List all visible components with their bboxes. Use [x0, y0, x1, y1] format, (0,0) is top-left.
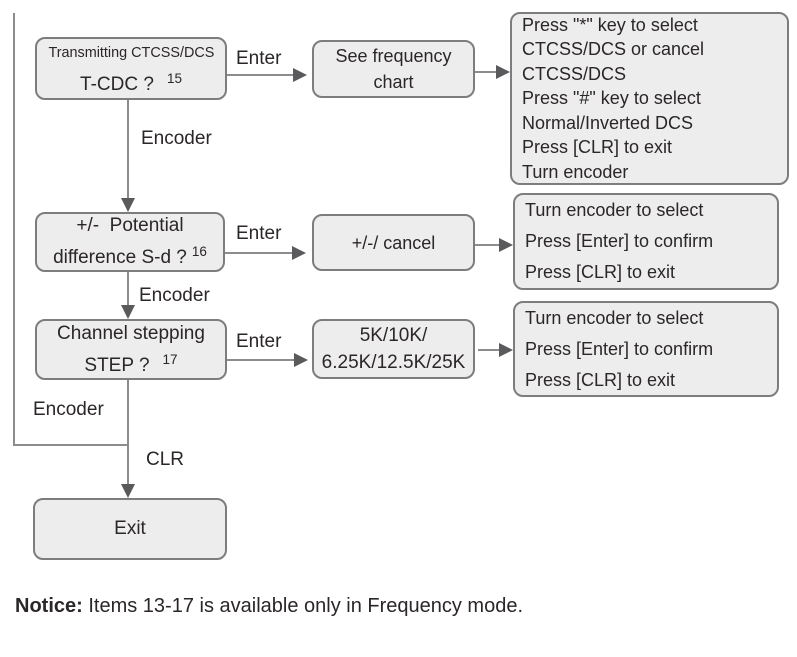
arrow-line-enter-3: [227, 359, 295, 361]
node-step-line1: Channel stepping: [57, 322, 205, 344]
arrow-head-enter-1: [293, 68, 307, 82]
node-tcdc: Transmitting CTCSS/DCS T-CDC ?15: [35, 37, 227, 100]
instructions-tcdc: Press "*" key to select CTCSS/DCS or can…: [510, 12, 789, 185]
item-number-15: 15: [166, 70, 182, 86]
node-step-line2: STEP ?17: [84, 351, 178, 376]
plus-minus-cancel-label: +/-/ cancel: [351, 232, 436, 253]
arrow-line-enter-1: [227, 74, 294, 76]
notice-bold: Notice:: [15, 595, 83, 617]
instruction-line: Press [Enter] to confirm: [525, 231, 714, 251]
encoder-label-2: Encoder: [139, 285, 210, 306]
node-sd-line1: +/- Potential: [76, 215, 184, 236]
node-plus-minus-cancel: +/-/ cancel: [312, 214, 475, 271]
node-tcdc-title: Transmitting CTCSS/DCS: [48, 43, 214, 61]
instruction-line: Press [CLR] to exit: [525, 369, 676, 390]
arrow-line-detail-3: [478, 349, 500, 351]
loop-back-line-vertical: [13, 13, 15, 446]
instruction-line: Normal/Inverted DCS: [522, 112, 694, 133]
exit-label: Exit: [114, 518, 146, 539]
instruction-line: CTCSS/DCS or cancel: [522, 39, 705, 60]
notice-body: Items 13-17 is available only in Frequen…: [82, 595, 524, 617]
node-tcdc-label: T-CDC ?15: [80, 70, 182, 95]
connector-line-3: [127, 380, 129, 485]
step-values-line1: 5K/10K/: [359, 325, 428, 346]
step-values-line2: 6.25K/12.5K/25K: [321, 352, 466, 373]
instruction-line: Press [CLR] to exit: [522, 137, 673, 158]
instruction-line: Press [Enter] to confirm: [525, 338, 714, 359]
instructions-step: Turn encoder to select Press [Enter] to …: [513, 301, 779, 397]
encoder-label-3: Encoder: [33, 399, 104, 420]
arrow-head-detail-3: [499, 343, 513, 357]
enter-label-3: Enter: [236, 331, 282, 352]
arrow-head-down-2: [121, 305, 135, 319]
item-number-16: 16: [191, 244, 207, 259]
instruction-line: Turn encoder to select: [525, 200, 704, 220]
node-sd-line2: difference S-d ?16: [53, 244, 207, 268]
clr-label: CLR: [146, 449, 185, 470]
instruction-line: Press "*" key to select: [522, 15, 698, 36]
instructions-sd: Turn encoder to select Press [Enter] to …: [513, 193, 779, 290]
arrow-head-down-1: [121, 198, 135, 212]
arrow-line-enter-2: [225, 252, 293, 254]
enter-label-2: Enter: [236, 223, 282, 244]
instruction-line: Turn encoder to select: [525, 307, 704, 328]
arrow-head-detail-1: [496, 65, 510, 79]
notice-text: Notice: Items 13-17 is available only in…: [15, 595, 523, 618]
node-sd: +/- Potential difference S-d ?16: [35, 212, 225, 272]
arrow-head-enter-2: [292, 246, 306, 260]
see-frequency-line1: See frequency: [335, 46, 452, 66]
node-see-frequency-chart: See frequency chart: [312, 40, 475, 98]
connector-line-2: [127, 272, 129, 306]
node-step-values: 5K/10K/ 6.25K/12.5K/25K: [312, 319, 475, 379]
instruction-line: CTCSS/DCS: [522, 63, 627, 84]
connector-line-1: [127, 100, 129, 199]
instruction-line: Press [CLR] to exit: [525, 262, 676, 282]
arrow-head-detail-2: [499, 238, 513, 252]
encoder-label-1: Encoder: [141, 128, 212, 149]
instruction-line: Turn encoder: [522, 161, 629, 182]
see-frequency-line2: chart: [373, 72, 414, 92]
loop-back-line-horizontal: [13, 444, 129, 446]
arrow-head-down-3: [121, 484, 135, 498]
arrow-head-enter-3: [294, 353, 308, 367]
item-number-17: 17: [162, 351, 178, 367]
arrow-line-detail-2: [475, 244, 500, 246]
arrow-line-detail-1: [475, 71, 498, 73]
instruction-line: Press "#" key to select: [522, 88, 701, 109]
node-step: Channel stepping STEP ?17: [35, 319, 227, 380]
node-exit: Exit: [33, 498, 227, 560]
enter-label-1: Enter: [236, 48, 282, 69]
